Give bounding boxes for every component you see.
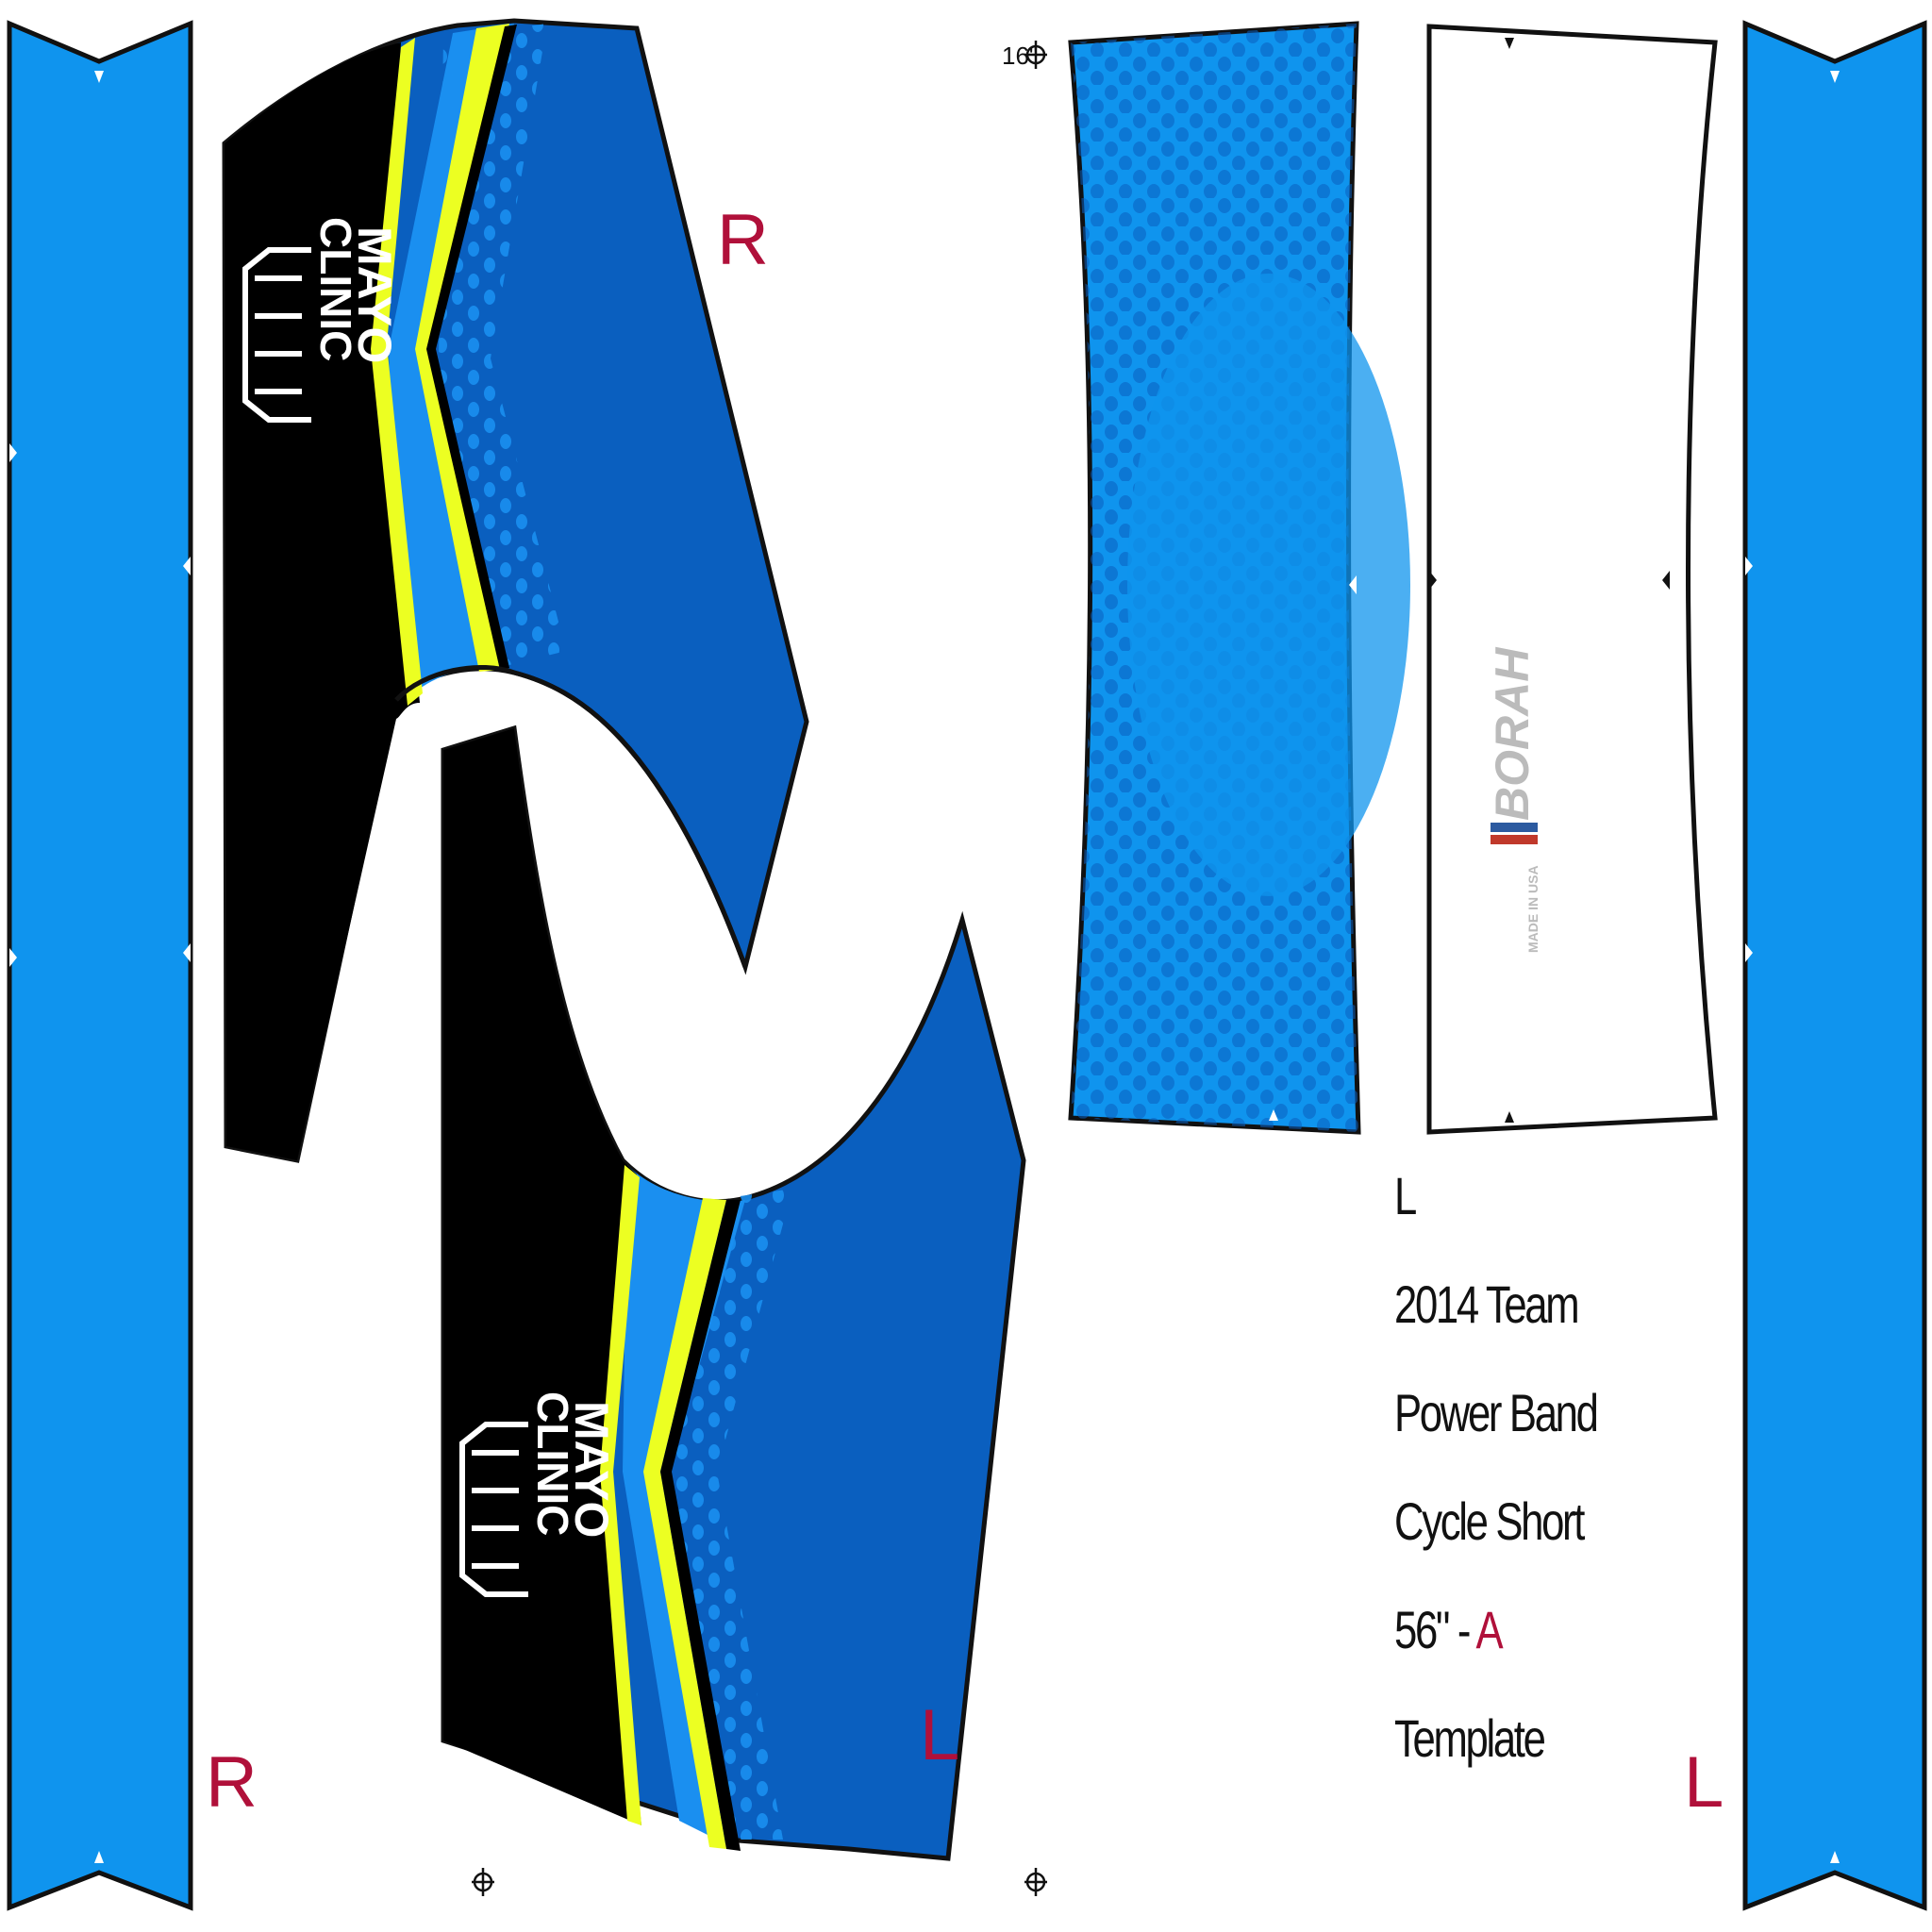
notch-marker-icon: [1745, 557, 1753, 575]
notch-marker-icon: [9, 443, 17, 462]
notch-marker-icon: [183, 943, 191, 962]
shield-logo-icon: [459, 1422, 528, 1597]
shield-logo-icon: [242, 247, 311, 423]
notch-marker-icon: [1505, 1111, 1514, 1123]
right-side-strip: [1742, 20, 1927, 1911]
notch-marker-icon: [94, 71, 104, 83]
notch-marker-icon: [1505, 38, 1514, 49]
right-leg-panel: [222, 18, 809, 1163]
svg-text:MAYO: MAYO: [348, 226, 401, 363]
svg-text:BORAH: BORAH: [1486, 647, 1539, 821]
template-size: L: [1394, 1166, 1417, 1225]
template-length: 56" -: [1394, 1600, 1476, 1659]
brand-mark: BORAH MADE IN USA: [1486, 647, 1541, 953]
left-leg-label: L: [920, 1695, 959, 1775]
left-side-strip: [7, 20, 193, 1911]
svg-text:CLINIC: CLINIC: [528, 1391, 577, 1536]
notch-marker-icon: [1075, 575, 1083, 594]
notch-marker-icon: [1830, 1851, 1840, 1863]
registration-mark-icon: [1024, 41, 1047, 69]
measurement-mark: 16": [1002, 42, 1038, 70]
template-line-2: Power Band: [1394, 1383, 1599, 1442]
notch-marker-icon: [1830, 71, 1840, 83]
left-leg-panel: [441, 724, 1026, 1861]
notch-marker-icon: [1349, 575, 1357, 594]
registration-mark-icon: [472, 1868, 494, 1896]
notch-marker-icon: [1269, 1109, 1278, 1121]
template-line-4: 56" - A: [1394, 1575, 1586, 1684]
waistband-blue-panel: [1068, 21, 1410, 1135]
template-line-3: Cycle Short: [1394, 1491, 1585, 1551]
waistband-white-panel: BORAH MADE IN USA: [1426, 24, 1718, 1135]
registration-mark-icon: [1024, 1868, 1047, 1896]
right-leg-label: R: [717, 200, 769, 280]
svg-text:MAYO: MAYO: [565, 1401, 618, 1538]
notch-marker-icon: [1429, 571, 1437, 590]
notch-marker-icon: [1745, 943, 1753, 962]
svg-text:CLINIC: CLINIC: [311, 217, 360, 361]
notch-marker-icon: [183, 557, 191, 575]
notch-marker-icon: [9, 948, 17, 967]
right-strip-label: L: [1684, 1742, 1724, 1823]
template-info: L 2014 Team Power Band Cycle Short 56" -…: [1394, 1141, 1599, 1792]
notch-marker-icon: [94, 1851, 104, 1863]
left-strip-label: R: [206, 1742, 258, 1823]
template-line-5: Template: [1394, 1708, 1546, 1768]
logo-right-panel: MAYO CLINIC: [242, 217, 401, 423]
svg-text:MADE IN USA: MADE IN USA: [1525, 865, 1541, 953]
template-line-1: 2014 Team: [1394, 1274, 1580, 1334]
template-variant: A: [1475, 1600, 1503, 1659]
logo-left-panel: MAYO CLINIC: [459, 1391, 618, 1597]
notch-marker-icon: [1662, 571, 1670, 590]
